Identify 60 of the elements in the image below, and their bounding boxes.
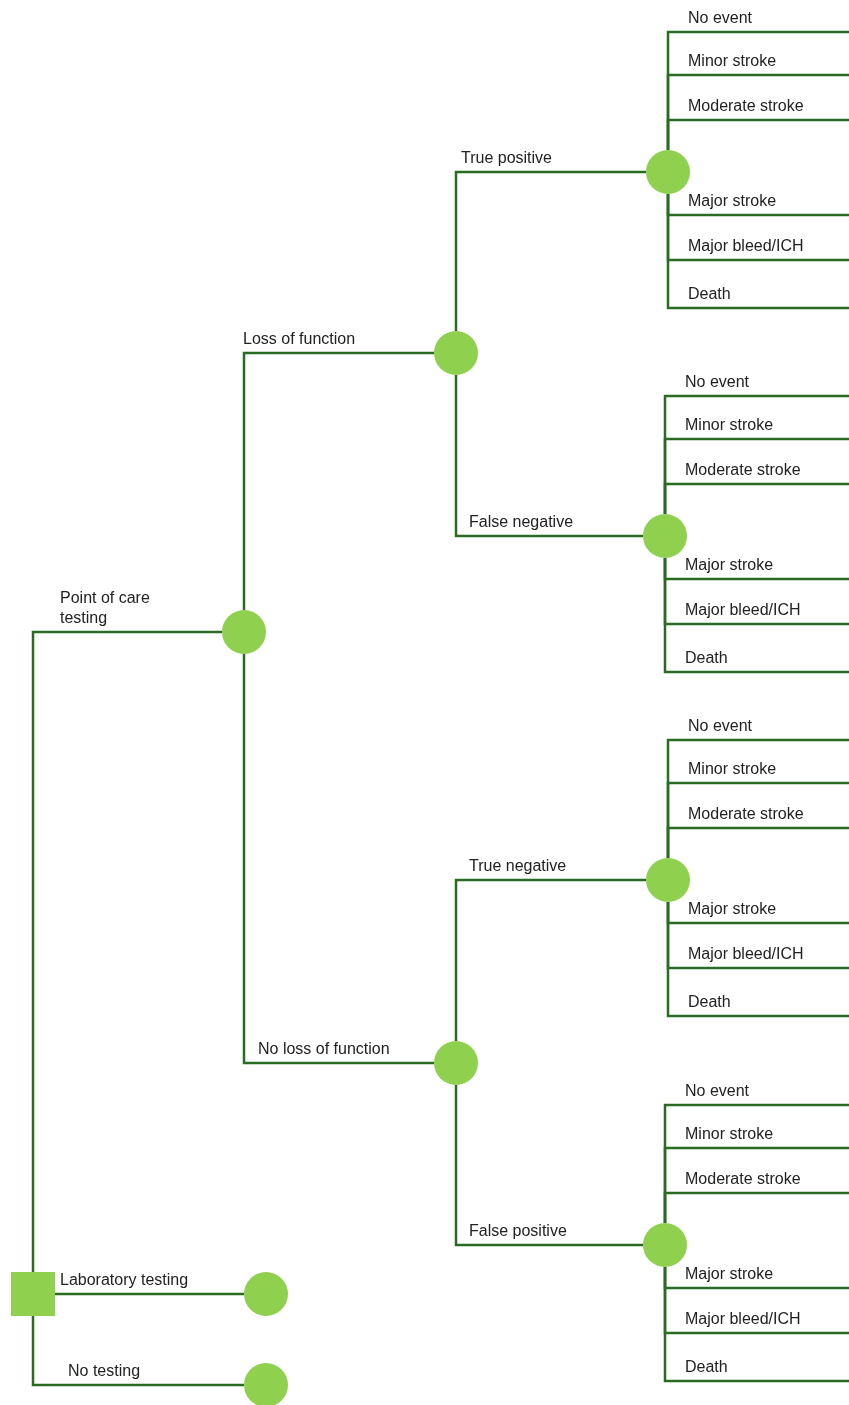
chance-node <box>434 331 478 375</box>
chance-node <box>643 1223 687 1267</box>
branch-line <box>454 170 646 331</box>
edge-label: No event <box>688 8 753 28</box>
branch-line <box>454 1085 643 1247</box>
edge-label: Minor stroke <box>685 415 774 435</box>
edge-label: Death <box>688 992 731 1012</box>
edge-label: Major bleed/ICH <box>688 236 804 256</box>
edge-label: Major stroke <box>685 1264 774 1284</box>
branch-line <box>666 194 849 310</box>
branch-line <box>663 558 849 674</box>
branch-line <box>663 482 849 514</box>
edge-label: Moderate stroke <box>688 804 804 824</box>
edge-label: Death <box>685 1357 728 1377</box>
branch-line <box>666 902 849 1018</box>
edge-label: Major stroke <box>685 555 774 575</box>
edge-label: True positive <box>461 148 552 168</box>
branch-line <box>666 826 849 858</box>
edge-label: Moderate stroke <box>685 1169 801 1189</box>
edge-label: Major bleed/ICH <box>688 944 804 964</box>
edge-label: No event <box>685 1081 750 1101</box>
edge-label: No testing <box>68 1361 141 1381</box>
branch-line <box>663 1267 849 1383</box>
edge-label: Point of care testing <box>60 588 151 628</box>
branch-line <box>242 654 434 1065</box>
chance-node <box>244 1272 288 1316</box>
edge-label: Laboratory testing <box>60 1270 189 1290</box>
edge-label: Moderate stroke <box>685 460 801 480</box>
edge-label: No event <box>688 716 753 736</box>
edge-label: False positive <box>469 1221 567 1241</box>
chance-node <box>434 1041 478 1085</box>
chance-node <box>646 858 690 902</box>
edge-label: Minor stroke <box>688 759 777 779</box>
edge-label: True negative <box>469 856 567 876</box>
edge-label: Major stroke <box>688 899 777 919</box>
decision-node <box>11 1272 55 1316</box>
edge-label: Minor stroke <box>685 1124 774 1144</box>
edge-label: Loss of function <box>243 329 356 349</box>
chance-node <box>646 150 690 194</box>
edge-label: No loss of function <box>258 1039 390 1059</box>
edge-label: Major stroke <box>688 191 777 211</box>
branch-line <box>454 375 643 538</box>
edge-label: Major bleed/ICH <box>685 1309 801 1329</box>
chance-node <box>244 1363 288 1405</box>
branch-line <box>31 630 222 1272</box>
chance-node <box>643 514 687 558</box>
edge-label: Moderate stroke <box>688 96 804 116</box>
edge-label: Minor stroke <box>688 51 777 71</box>
edge-label: Death <box>685 648 728 668</box>
branch-line <box>31 1316 244 1387</box>
edge-label: Death <box>688 284 731 304</box>
branch-line <box>454 878 646 1041</box>
branch-line <box>242 351 434 610</box>
branch-line <box>666 118 849 150</box>
edge-label: Major bleed/ICH <box>685 600 801 620</box>
chance-node <box>222 610 266 654</box>
branch-line <box>663 1191 849 1223</box>
edge-label: False negative <box>469 512 574 532</box>
edge-label: No event <box>685 372 750 392</box>
branch-line <box>55 1292 244 1296</box>
